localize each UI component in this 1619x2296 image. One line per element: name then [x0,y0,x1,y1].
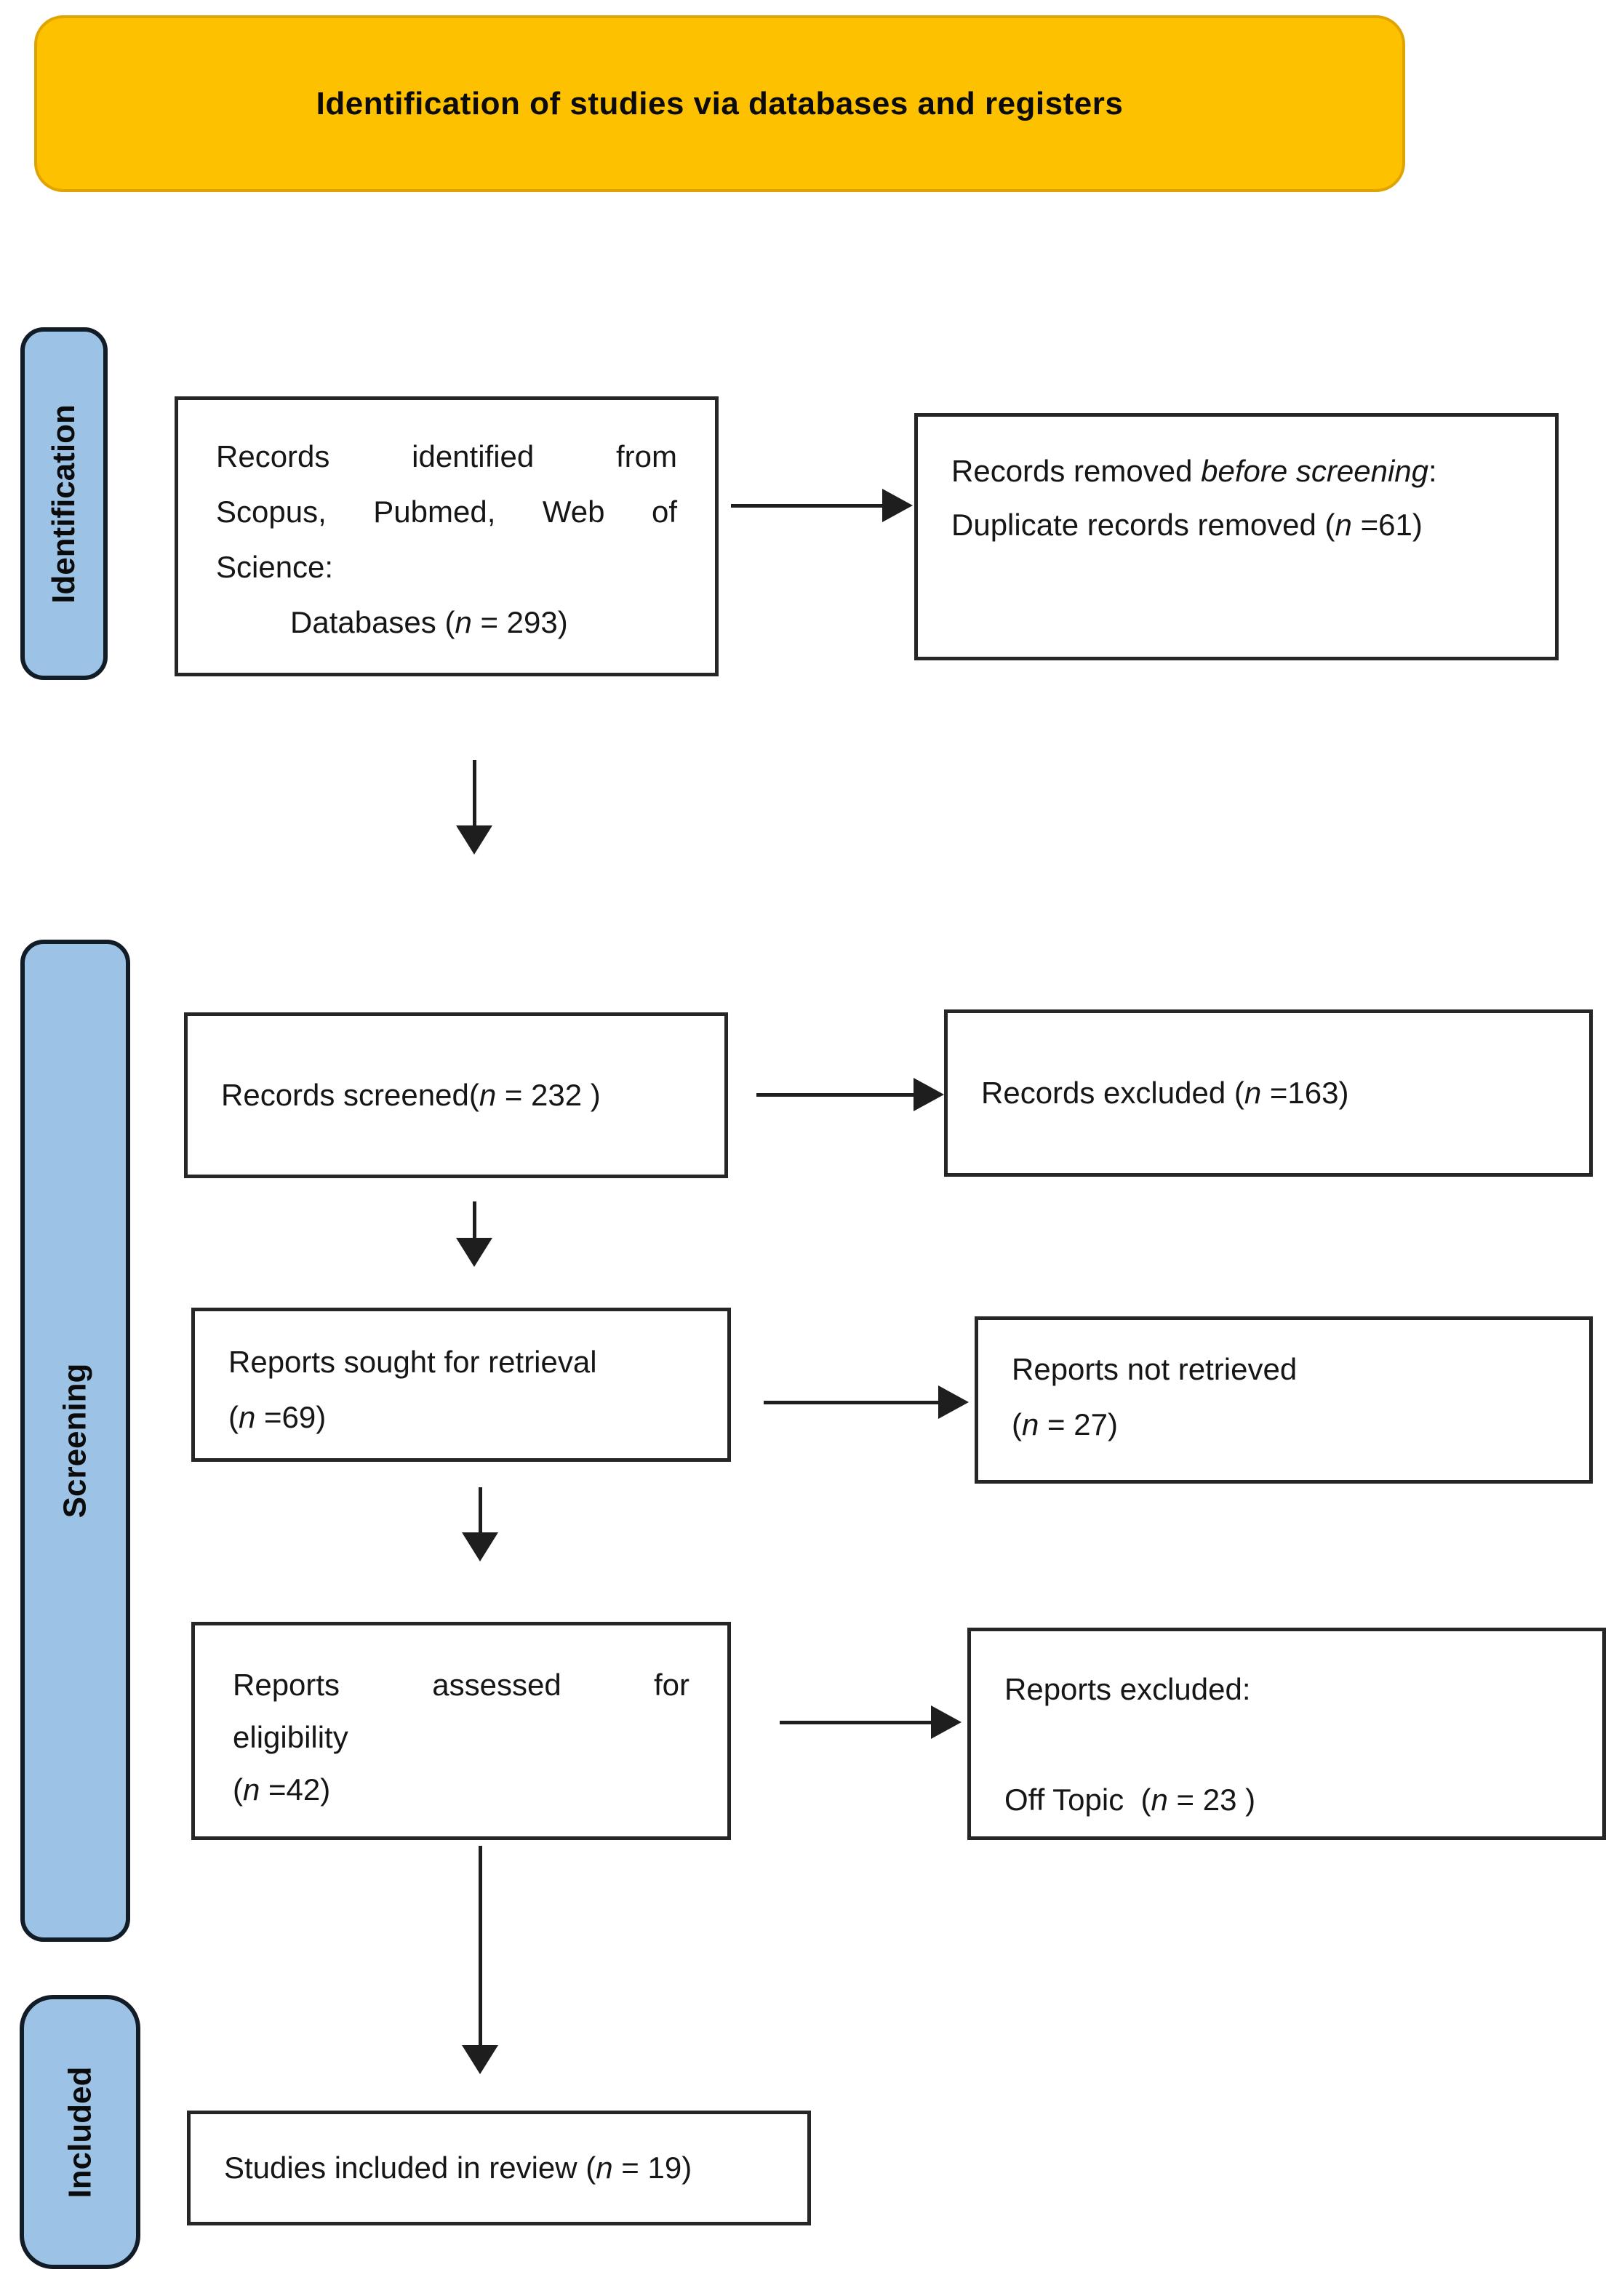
records-removed-count: Duplicate records removed (n =61) [951,508,1423,542]
reports-sought-count: (n =69) [228,1400,327,1434]
stage-label-screening: Screening [57,1363,93,1519]
arrowhead-icon [914,1078,944,1111]
arrow-right-screened-to-excluded [756,1078,944,1111]
arrow-right-sought-to-not-retrieved [764,1385,969,1419]
flow-box-records-identified: Records identified from Scopus, Pubmed, … [175,396,719,676]
arrow-down-sought-to-assessed [462,1487,498,1561]
banner-identification-of-studies: Identification of studies via databases … [34,15,1405,192]
flow-box-reports-excluded: Reports excluded: Off Topic (n = 23 ) [967,1628,1606,1840]
reports-not-retrieved-count: (n = 27) [1012,1407,1118,1441]
arrow-right-identified-to-removed [731,489,913,522]
records-removed-line1: Records removed before screening: [951,454,1437,488]
records-identified-line3: Science: [216,550,334,584]
flow-box-reports-assessed: Reports assessed for eligibility (n =42) [191,1622,731,1840]
records-identified-line1: Records identified from [216,439,677,473]
records-identified-count: Databases (n = 293) [290,605,568,639]
reports-excluded-line1: Reports excluded: [1004,1672,1251,1706]
studies-included-text: Studies included in review (n = 19) [224,2151,692,2185]
records-identified-line2: Scopus, Pubmed, Web of [216,495,677,529]
flow-box-records-removed: Records removed before screening: Duplic… [914,413,1559,660]
records-screened-text: Records screened(n = 232 ) [221,1078,601,1112]
arrow-right-assessed-to-excluded [780,1705,962,1739]
reports-assessed-count: (n =42) [233,1772,331,1807]
arrowhead-icon [462,2045,498,2074]
flow-box-reports-not-retrieved: Reports not retrieved (n = 27) [975,1316,1593,1484]
reports-assessed-line1: Reports assessed for [233,1668,689,1702]
arrowhead-icon [882,489,913,522]
flow-box-records-excluded: Records excluded (n =163) [944,1009,1593,1177]
arrowhead-icon [456,825,492,855]
arrowhead-icon [462,1532,498,1561]
records-excluded-text: Records excluded (n =163) [981,1076,1349,1110]
flow-box-studies-included: Studies included in review (n = 19) [187,2111,811,2225]
banner-title: Identification of studies via databases … [316,85,1124,121]
reports-assessed-line2: eligibility [233,1720,348,1754]
arrow-down-assessed-to-included [462,1846,498,2074]
stage-label-included: Included [62,2066,97,2198]
arrowhead-icon [456,1238,492,1267]
stage-pill-identification: Identification [20,327,108,680]
arrowhead-icon [938,1385,969,1419]
reports-excluded-count: Off Topic (n = 23 ) [1004,1783,1256,1817]
stage-pill-screening: Screening [20,940,130,1942]
arrow-down-screened-to-sought [456,1201,492,1267]
reports-not-retrieved-line1: Reports not retrieved [1012,1352,1298,1386]
stage-label-identification: Identification [46,404,81,604]
arrow-down-identified-to-screened [456,760,492,855]
flow-box-records-screened: Records screened(n = 232 ) [184,1012,728,1178]
reports-sought-line1: Reports sought for retrieval [228,1345,597,1379]
flow-box-reports-sought: Reports sought for retrieval (n =69) [191,1308,731,1462]
stage-pill-included: Included [20,1995,140,2269]
arrowhead-icon [931,1705,962,1739]
